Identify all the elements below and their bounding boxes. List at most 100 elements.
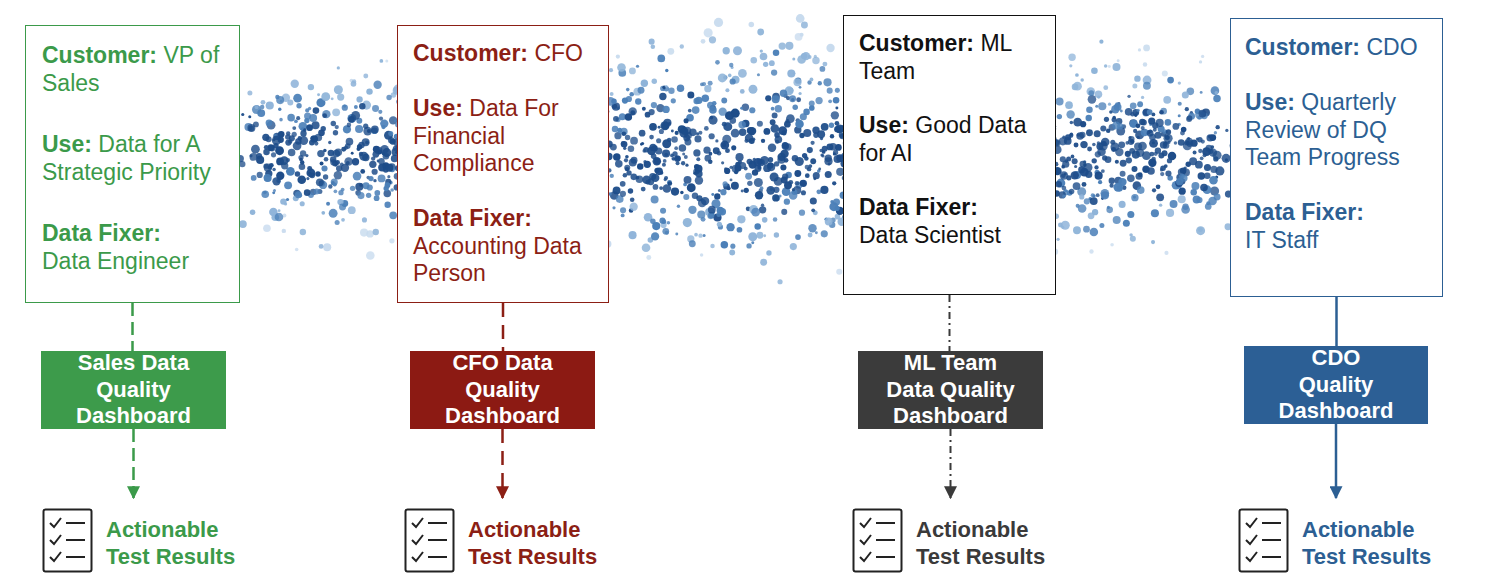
data-dot [785, 42, 793, 50]
data-dot [652, 222, 660, 230]
data-dot [362, 138, 370, 146]
data-dot [641, 80, 648, 87]
data-dot [1199, 60, 1202, 63]
data-dot [1147, 130, 1154, 137]
data-dot [1086, 107, 1093, 114]
data-dot [694, 135, 701, 142]
data-dot [1114, 103, 1122, 111]
data-dot [1138, 48, 1141, 51]
data-dot [1163, 134, 1172, 143]
data-dot [1154, 152, 1158, 156]
data-dot [323, 149, 326, 152]
data-dot [1083, 160, 1086, 163]
data-dot [747, 159, 753, 165]
data-dot [823, 78, 831, 86]
data-dot [675, 131, 679, 135]
data-dot [1102, 155, 1107, 160]
data-dot [792, 58, 795, 61]
data-dot [721, 241, 729, 249]
data-dot [344, 146, 348, 150]
data-dot [373, 179, 376, 182]
data-dot [1115, 160, 1119, 164]
data-dot [692, 193, 698, 199]
data-dot [767, 163, 775, 171]
data-dot [334, 171, 342, 179]
data-dot [835, 106, 838, 109]
data-dot [754, 158, 763, 167]
data-dot [239, 220, 247, 228]
data-dot [331, 97, 334, 100]
data-dot [1086, 115, 1092, 121]
data-dot [737, 215, 745, 223]
data-dot [337, 93, 344, 100]
data-dot [835, 88, 840, 93]
data-dot [697, 210, 705, 218]
data-dot [300, 229, 306, 235]
data-dot [339, 204, 346, 211]
data-dot [656, 138, 661, 143]
data-dot [1109, 184, 1113, 188]
data-dot [1211, 86, 1220, 95]
data-dot [665, 85, 668, 88]
data-dot [754, 223, 760, 229]
data-dot [708, 81, 713, 86]
data-dot [1130, 102, 1137, 109]
data-dot [625, 167, 629, 171]
data-dot [372, 169, 378, 175]
data-dot [737, 227, 743, 233]
data-dot [801, 190, 806, 195]
data-dot [1092, 143, 1096, 147]
data-dot [636, 175, 644, 183]
data-dot [671, 98, 676, 103]
data-dot [1204, 164, 1211, 171]
data-dot [360, 169, 365, 174]
data-dot [671, 187, 679, 195]
data-dot [774, 232, 779, 237]
data-dot [810, 197, 817, 204]
data-dot [664, 153, 668, 157]
data-dot [775, 105, 782, 112]
data-dot [297, 175, 306, 184]
data-dot [378, 174, 386, 182]
data-dot [720, 189, 726, 195]
data-dot [1103, 85, 1108, 90]
data-dot [263, 224, 271, 232]
data-dot [315, 171, 321, 177]
data-dot [709, 152, 713, 156]
data-dot [795, 33, 803, 41]
data-dot [651, 232, 659, 240]
data-dot [284, 181, 292, 189]
data-dot [1162, 70, 1168, 76]
data-dot [628, 188, 633, 193]
data-dot [642, 107, 646, 111]
data-dot [667, 48, 674, 55]
data-dot [763, 234, 766, 237]
data-dot [1172, 123, 1179, 130]
data-dot [715, 139, 718, 142]
data-dot [320, 161, 324, 165]
data-dot [642, 243, 651, 252]
data-dot [1137, 109, 1140, 112]
data-dot [1165, 119, 1172, 126]
data-dot [1204, 172, 1210, 178]
data-dot [622, 132, 626, 136]
data-dot [371, 126, 379, 134]
data-dot [1084, 198, 1090, 204]
data-dot [239, 161, 245, 167]
data-dot [680, 44, 684, 48]
data-dot [304, 118, 309, 123]
data-dot [1062, 195, 1066, 199]
data-dot [653, 184, 659, 190]
data-dot [640, 143, 643, 146]
data-dot [1074, 143, 1079, 148]
data-dot [629, 107, 637, 115]
data-dot [1127, 95, 1130, 98]
data-dot [1167, 77, 1174, 84]
data-dot [629, 92, 634, 97]
data-dot [1079, 161, 1086, 168]
data-dot [287, 114, 295, 122]
data-dot [333, 183, 337, 187]
data-dot [757, 73, 760, 76]
data-dot [1189, 157, 1197, 165]
data-dot [808, 224, 816, 232]
